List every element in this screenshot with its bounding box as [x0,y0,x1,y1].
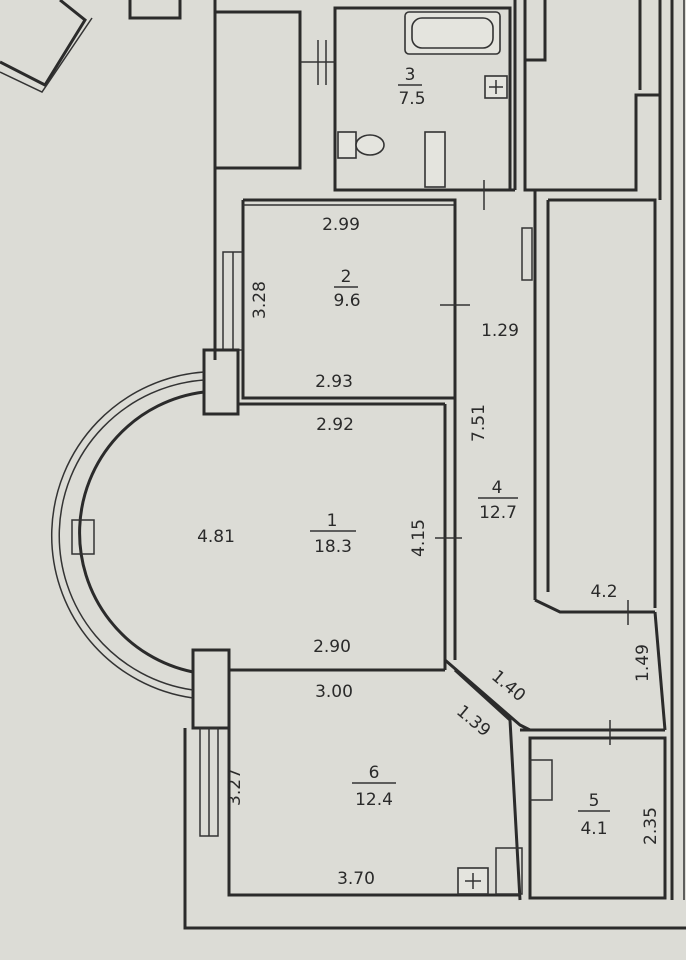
dimension-label: 1.49 [633,644,653,682]
walls [0,0,686,930]
dimension-label: 3.28 [250,281,270,319]
dimension-label: 2.93 [315,372,353,392]
toilet-tank-icon [337,131,357,159]
room-number: 6 [369,763,380,783]
dimension-label: 2.99 [322,215,360,235]
room-number: 2 [341,267,352,287]
dimension-label: 2.35 [641,807,661,845]
dimension-label: 1.29 [481,321,519,341]
room-number: 5 [589,791,600,811]
dimension-label: 3.70 [337,869,375,889]
dimension-label: 2.90 [313,637,351,657]
dimension-label: 2.92 [316,415,354,435]
dimension-label: 7.51 [469,404,489,442]
room-area: 7.5 [398,89,425,109]
room-number: 3 [405,65,416,85]
dimension-label: 4.15 [409,519,429,557]
room-area: 18.3 [314,537,352,557]
dimension-label: 4.81 [197,527,235,547]
sink-icon [424,131,446,188]
room-area: 4.1 [580,819,607,839]
room-area: 12.7 [479,503,517,523]
dimension-label: 3.27 [225,768,245,806]
dimension-label: 4.2 [590,582,617,602]
room-area: 12.4 [355,790,393,810]
dimension-label: 3.00 [315,682,353,702]
room-labels: 3 7.5 2 9.6 1 18.3 4 12.7 5 4.1 6 12.4 [310,65,610,839]
toilet-icon [355,134,385,156]
room-number: 1 [327,511,338,531]
fixtures [337,11,629,895]
room-area: 9.6 [333,291,360,311]
room-number: 4 [492,478,503,498]
